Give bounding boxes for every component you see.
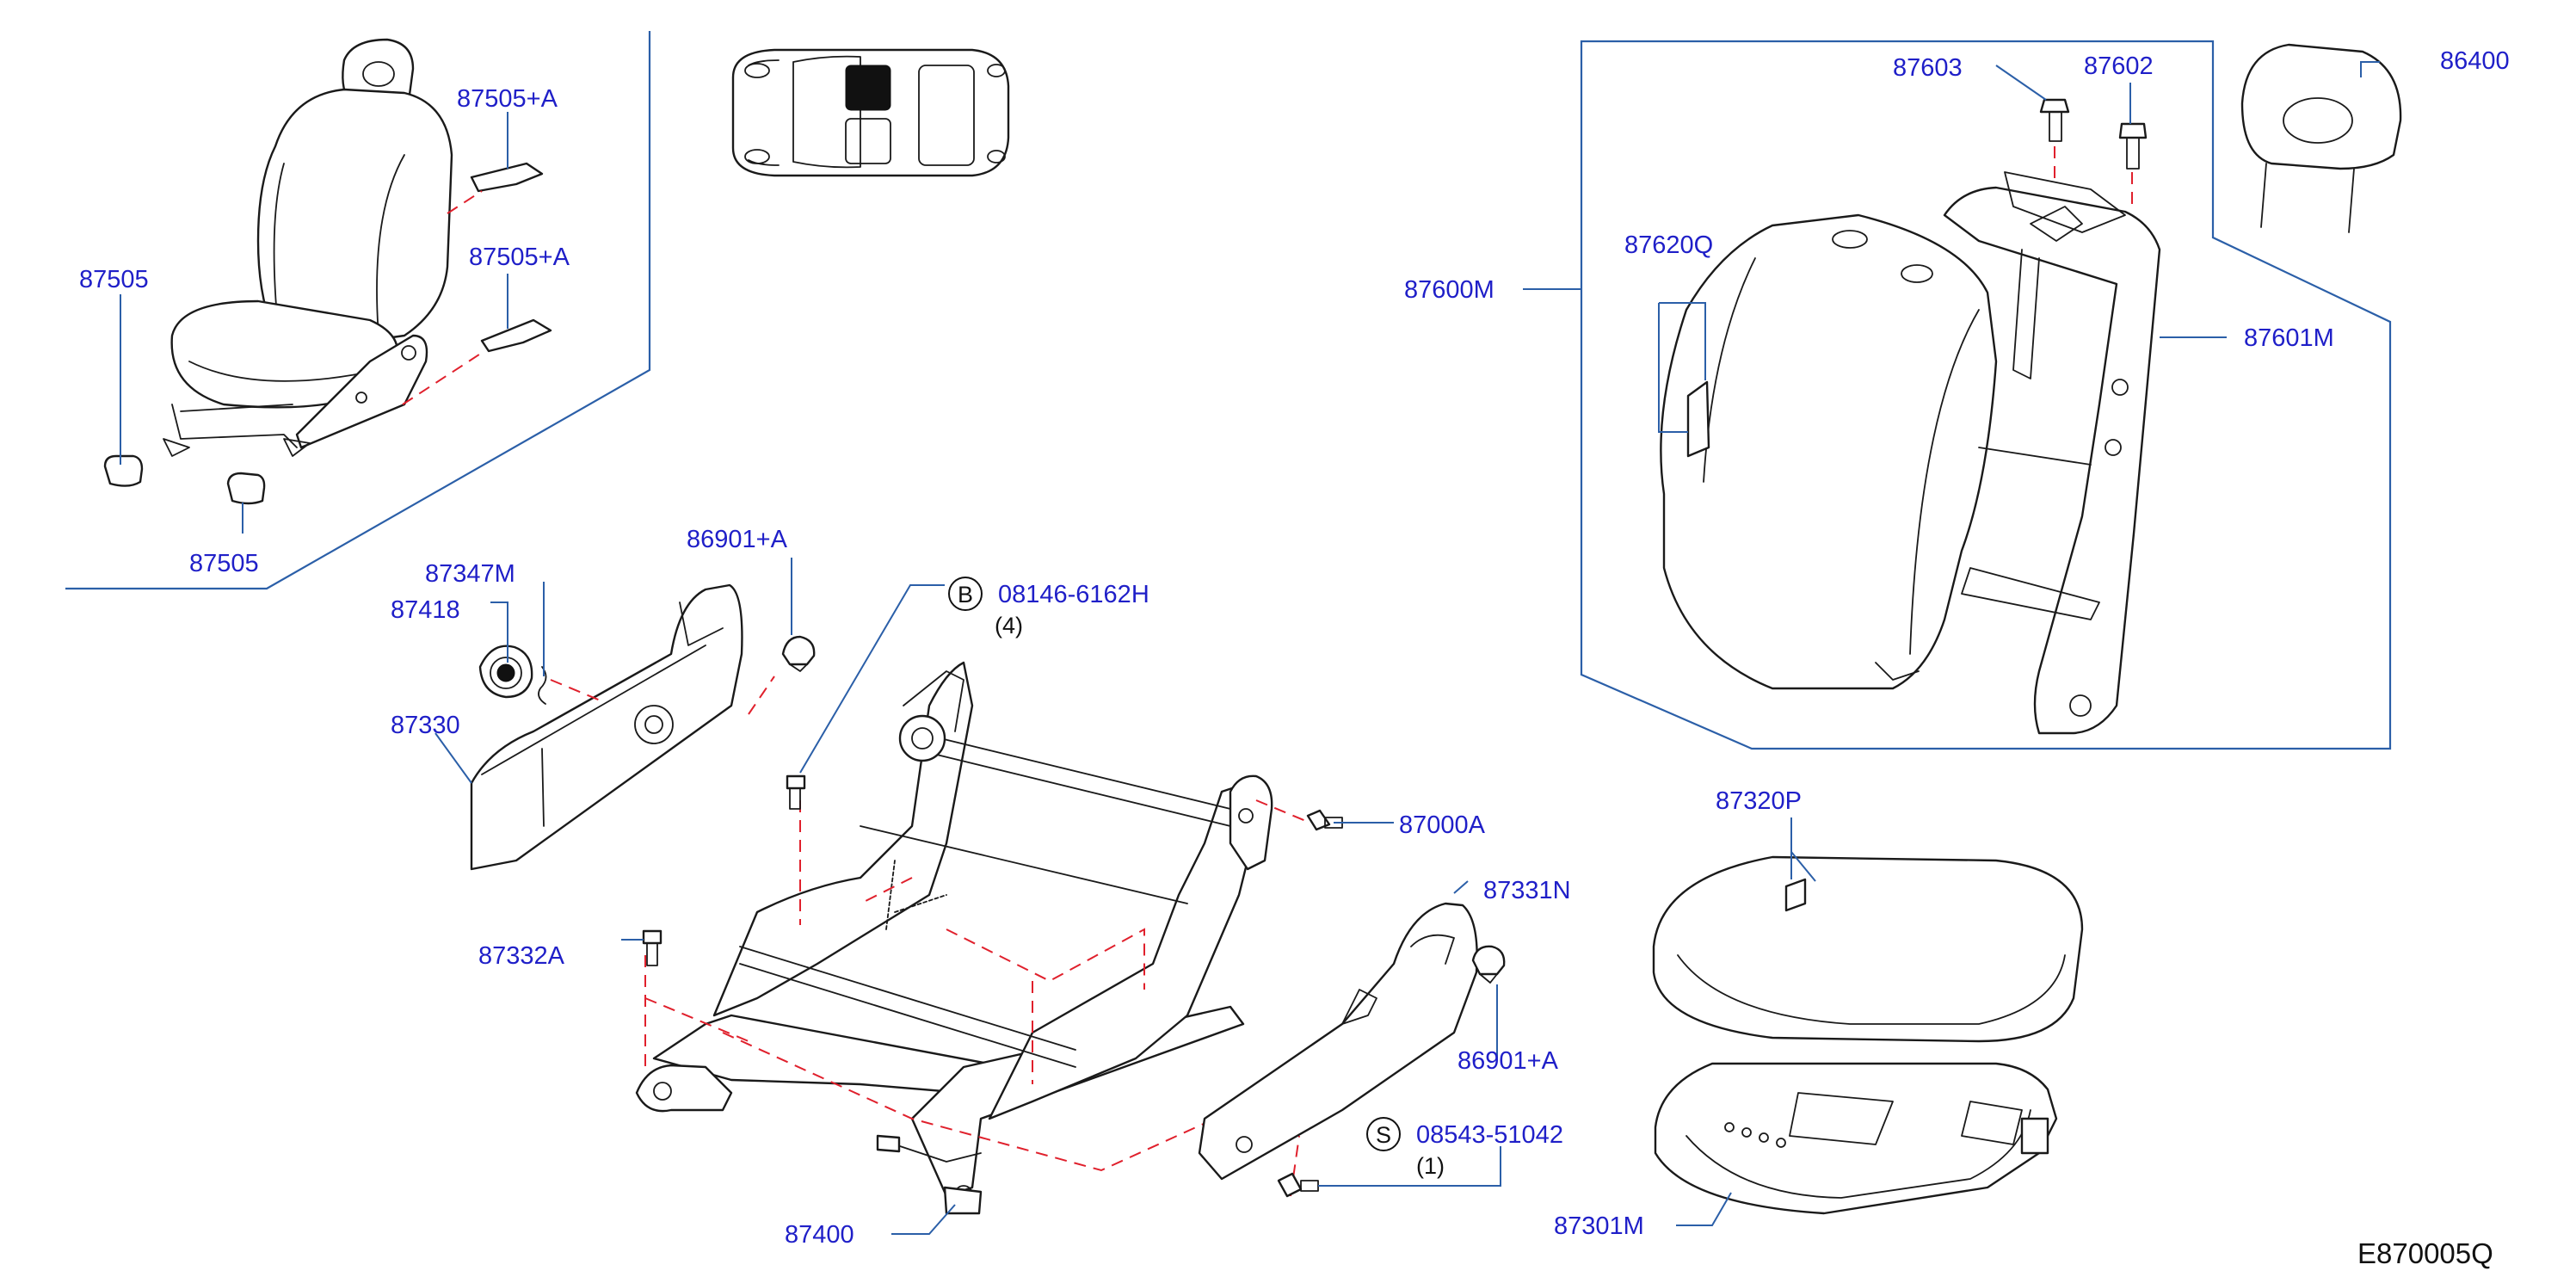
- bolt-87000a: [1306, 809, 1343, 831]
- diagram-code: E870005Q: [2357, 1237, 2493, 1269]
- highlighted-seat-marker: [845, 65, 891, 111]
- label-87600m[interactable]: 87600M: [1404, 276, 1494, 304]
- label-86400[interactable]: 86400: [2440, 47, 2510, 75]
- screw-08543: [1277, 1172, 1319, 1198]
- label-87505-a-mid[interactable]: 87505+A: [469, 244, 570, 271]
- label-87602[interactable]: 87602: [2084, 52, 2154, 80]
- label-87330[interactable]: 87330: [391, 712, 460, 739]
- label-87301m[interactable]: 87301M: [1554, 1212, 1644, 1240]
- callout-s: S: [1366, 1117, 1401, 1151]
- callout-b-letter: B: [958, 582, 973, 608]
- label-87603[interactable]: 87603: [1893, 54, 1963, 82]
- seatback-assembly: [1580, 40, 2402, 750]
- seatback-frame-line: [1580, 40, 2392, 750]
- leader-lines: [120, 61, 2380, 1235]
- label-87505-left[interactable]: 87505: [79, 266, 149, 293]
- label-87331n[interactable]: 87331N: [1483, 877, 1571, 904]
- bolt-87602: [2118, 122, 2148, 170]
- label-87601m[interactable]: 87601M: [2244, 324, 2334, 352]
- label-87400[interactable]: 87400: [785, 1221, 854, 1249]
- part-labels: 87505+A 87505+A 87505 87505 87347M 87418…: [79, 47, 2510, 1269]
- label-08543-51042[interactable]: 08543-51042: [1416, 1121, 1563, 1149]
- label-87347m[interactable]: 87347M: [425, 560, 515, 588]
- label-87505-bottom[interactable]: 87505: [189, 550, 259, 577]
- label-87320p[interactable]: 87320P: [1716, 787, 1802, 815]
- overview-frame-line: [65, 31, 651, 590]
- seat-frame-assembly: [635, 661, 1472, 1215]
- label-08146-6162h[interactable]: 08146-6162H: [998, 581, 1149, 608]
- qty-08146: (4): [995, 613, 1023, 638]
- bolt-87603: [2039, 98, 2070, 142]
- label-87620q[interactable]: 87620Q: [1624, 231, 1713, 259]
- full-seat-illustration: [65, 31, 651, 590]
- callout-b: B: [948, 577, 983, 611]
- vehicle-top-view: [731, 48, 1010, 177]
- label-86901-a-top[interactable]: 86901+A: [687, 526, 788, 553]
- callout-s-letter: S: [1376, 1122, 1391, 1148]
- label-87505-a-top[interactable]: 87505+A: [457, 85, 558, 113]
- bolt-08146: [786, 774, 806, 810]
- label-87418[interactable]: 87418: [391, 596, 460, 624]
- label-87332a[interactable]: 87332A: [478, 942, 565, 970]
- seat-back-trim-assembly: [470, 583, 816, 871]
- label-86901-a-bottom[interactable]: 86901+A: [1457, 1047, 1559, 1075]
- seat-side-trim: [1198, 902, 1506, 1181]
- qty-08543: (1): [1416, 1153, 1445, 1179]
- label-87000a[interactable]: 87000A: [1399, 811, 1486, 839]
- cushion-assembly: [1652, 855, 2084, 1215]
